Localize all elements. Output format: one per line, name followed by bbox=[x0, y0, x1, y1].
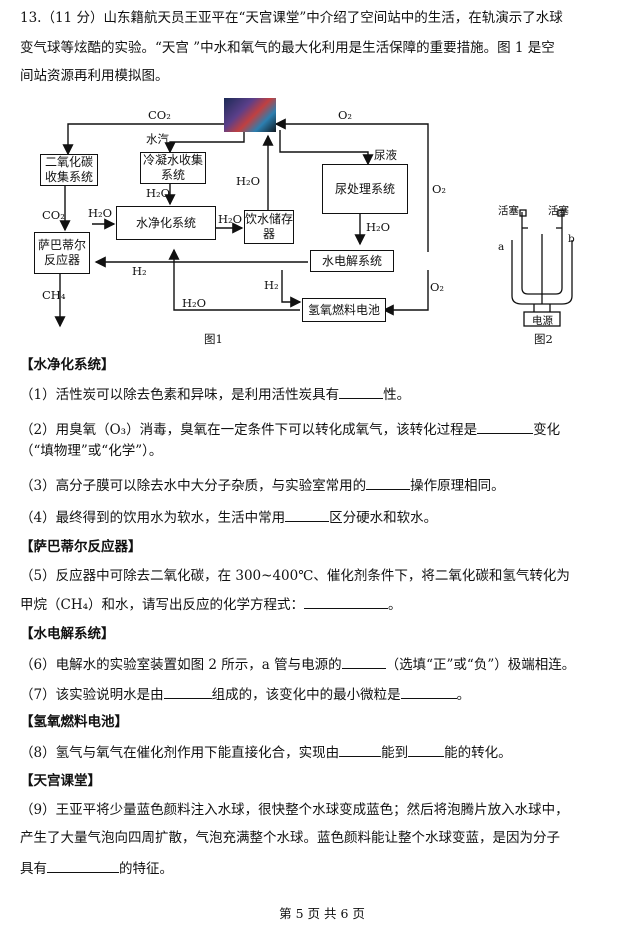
label-h2-down: H₂ bbox=[264, 278, 279, 292]
label-o2-right: O₂ bbox=[432, 182, 447, 196]
co2-collection-box: 二氧化碳收集系统 bbox=[40, 154, 98, 186]
question-intro-line1: 13.（11 分）山东籍航天员王亚平在“天宫课堂”中介绍了空间站中的生活，在轨演… bbox=[20, 10, 563, 26]
question-intro-line2: 变气球等炫酷的实验。“天宫 ”中水和氧气的最大化利用是生活保障的重要措施。图 1… bbox=[20, 40, 555, 56]
sabatier-reactor-box: 萨巴蒂尔反应器 bbox=[34, 232, 90, 274]
q1-answer-blank[interactable] bbox=[339, 384, 384, 399]
question-4: （4）最终得到的饮用水为软水，生活中常用 区分硬水和软水。 bbox=[20, 507, 437, 528]
q4-suffix: 区分硬水和软水。 bbox=[329, 510, 438, 526]
question-intro-line3: 间站资源再利用模拟图。 bbox=[20, 68, 169, 84]
q6-text: （6）电解水的实验室装置如图 2 所示，a 管与电源的 bbox=[20, 657, 342, 673]
q5-suffix: 。 bbox=[388, 597, 402, 613]
q6-answer-blank[interactable] bbox=[341, 654, 386, 669]
q7-answer-blank-1[interactable] bbox=[163, 684, 212, 699]
q5-text: 甲烷（CH₄）和水，请写出反应的化学方程式： bbox=[20, 597, 305, 613]
figure2-valve-left-label: 活塞 bbox=[498, 205, 519, 217]
question-6: （6）电解水的实验室装置如图 2 所示，a 管与电源的 （选填“正”或“负”）极端… bbox=[20, 654, 575, 675]
question-9-line1: （9）王亚平将少量蓝色颜料注入水球，很快整个水球变成蓝色；然后将泡腾片放入水球中… bbox=[20, 802, 569, 818]
q8-middle: 能到 bbox=[381, 745, 409, 761]
figure2-electrolysis-apparatus bbox=[511, 209, 573, 327]
label-h2o-fuelcell: H₂O bbox=[182, 296, 207, 310]
hydrogen-oxygen-fuel-cell-box: 氢氧燃料电池 bbox=[302, 298, 386, 322]
question-9-line3: 具有 的特征。 bbox=[20, 858, 173, 879]
q7-middle: 组成的，该变化中的最小微粒是 bbox=[211, 687, 401, 703]
q2-answer-blank[interactable] bbox=[477, 419, 534, 434]
question-5-line1: （5）反应器中可除去二氧化碳，在 300~400℃、催化剂条件下，将二氧化碳和氢… bbox=[20, 568, 570, 584]
q9-text: 具有 bbox=[20, 861, 47, 877]
question-5-line2: 甲烷（CH₄）和水，请写出反应的化学方程式： 。 bbox=[20, 594, 402, 615]
figure2-valve-right-label: 活塞 bbox=[548, 205, 569, 217]
drinking-water-storage-box: 饮水储存器 bbox=[244, 210, 294, 244]
water-purification-box: 水净化系统 bbox=[116, 206, 216, 240]
q4-text: （4）最终得到的饮用水为软水，生活中常用 bbox=[20, 510, 286, 526]
figure2-caption: 图2 bbox=[534, 332, 553, 346]
question-3: （3）高分子膜可以除去水中大分子杂质，与实验室常用的 操作原理相同。 bbox=[20, 475, 505, 496]
label-h2-left: H₂ bbox=[132, 264, 147, 278]
q2-text: （2）用臭氧（O₃）消毒，臭氧在一定条件下可以转化成氧气，该转化过程是 bbox=[20, 422, 478, 438]
question-1: （1）活性炭可以除去色素和异味，是利用活性炭具有 性。 bbox=[20, 384, 410, 405]
astronaut-image bbox=[224, 98, 276, 132]
q8-suffix: 能的转化。 bbox=[444, 745, 512, 761]
label-h2o-storage-up: H₂O bbox=[236, 174, 261, 188]
question-2-hint: （“填物理”或“化学”）。 bbox=[20, 443, 163, 459]
q5-answer-blank[interactable] bbox=[304, 594, 389, 609]
condensate-collection-box: 冷凝水收集系统 bbox=[140, 152, 206, 184]
q3-suffix: 操作原理相同。 bbox=[410, 478, 505, 494]
label-h2o-condense: H₂O bbox=[146, 186, 171, 200]
water-electrolysis-box: 水电解系统 bbox=[310, 250, 394, 272]
q1-suffix: 性。 bbox=[383, 387, 411, 403]
figure2-label-a: a bbox=[498, 241, 505, 253]
label-co2-left: CO₂ bbox=[42, 208, 65, 222]
figure1-flow-diagram: 二氧化碳收集系统 冷凝水收集系统 水净化系统 饮水储存器 尿处理系统 萨巴蒂尔反… bbox=[20, 92, 624, 348]
label-co2-top: CO₂ bbox=[148, 108, 171, 122]
urine-processing-box: 尿处理系统 bbox=[322, 164, 408, 214]
label-urine: 尿液 bbox=[374, 148, 397, 162]
q9-suffix: 的特征。 bbox=[119, 861, 173, 877]
q3-text: （3）高分子膜可以除去水中大分子杂质，与实验室常用的 bbox=[20, 478, 367, 494]
question-8: （8）氢气与氧气在催化剂作用下能直接化合，实现由 能到 能的转化。 bbox=[20, 742, 512, 763]
q8-answer-blank-1[interactable] bbox=[339, 742, 382, 757]
label-h2o-urine: H₂O bbox=[366, 220, 391, 234]
q1-text: （1）活性炭可以除去色素和异味，是利用活性炭具有 bbox=[20, 387, 340, 403]
label-o2-bottom: O₂ bbox=[430, 280, 445, 294]
q6-suffix: （选填“正”或“负”）极端相连。 bbox=[385, 657, 576, 673]
label-h2o-sabatier: H₂O bbox=[88, 206, 113, 220]
q3-answer-blank[interactable] bbox=[366, 475, 411, 490]
q7-answer-blank-2[interactable] bbox=[400, 684, 457, 699]
q4-answer-blank[interactable] bbox=[285, 507, 330, 522]
question-7: （7）该实验说明水是由 组成的，该变化中的最小微粒是 。 bbox=[20, 684, 470, 705]
figure2-power-label: 电源 bbox=[532, 315, 553, 327]
label-h2o-purify-out: H₂O bbox=[218, 212, 243, 226]
question-2: （2）用臭氧（O₃）消毒，臭氧在一定条件下可以转化成氧气，该转化过程是 变化 bbox=[20, 419, 560, 440]
q7-text: （7）该实验说明水是由 bbox=[20, 687, 164, 703]
figure1-caption: 图1 bbox=[204, 332, 223, 346]
label-water-vapor: 水汽 bbox=[146, 132, 169, 146]
q9-answer-blank[interactable] bbox=[47, 858, 119, 873]
section-water-purification: 【水净化系统】 bbox=[20, 357, 115, 373]
section-fuel-cell: 【氢氧燃料电池】 bbox=[20, 714, 128, 730]
q8-answer-blank-2[interactable] bbox=[408, 742, 445, 757]
flow-arrows bbox=[54, 118, 429, 328]
section-sabatier: 【萨巴蒂尔反应器】 bbox=[20, 539, 142, 555]
label-o2-top: O₂ bbox=[338, 108, 353, 122]
q8-text: （8）氢气与氧气在催化剂作用下能直接化合，实现由 bbox=[20, 745, 340, 761]
q7-suffix: 。 bbox=[456, 687, 471, 703]
q2-suffix: 变化 bbox=[533, 422, 561, 438]
label-ch4: CH₄ bbox=[42, 288, 66, 302]
question-9-line2: 产生了大量气泡向四周扩散，气泡充满整个水球。蓝色颜料能让整个水球变蓝，是因为分子 bbox=[20, 830, 560, 846]
section-tiangong: 【天宫课堂】 bbox=[20, 773, 101, 789]
section-electrolysis: 【水电解系统】 bbox=[20, 626, 115, 642]
page-footer: 第 5 页 共 6 页 bbox=[279, 906, 365, 921]
figure2-label-b: b bbox=[568, 233, 575, 245]
